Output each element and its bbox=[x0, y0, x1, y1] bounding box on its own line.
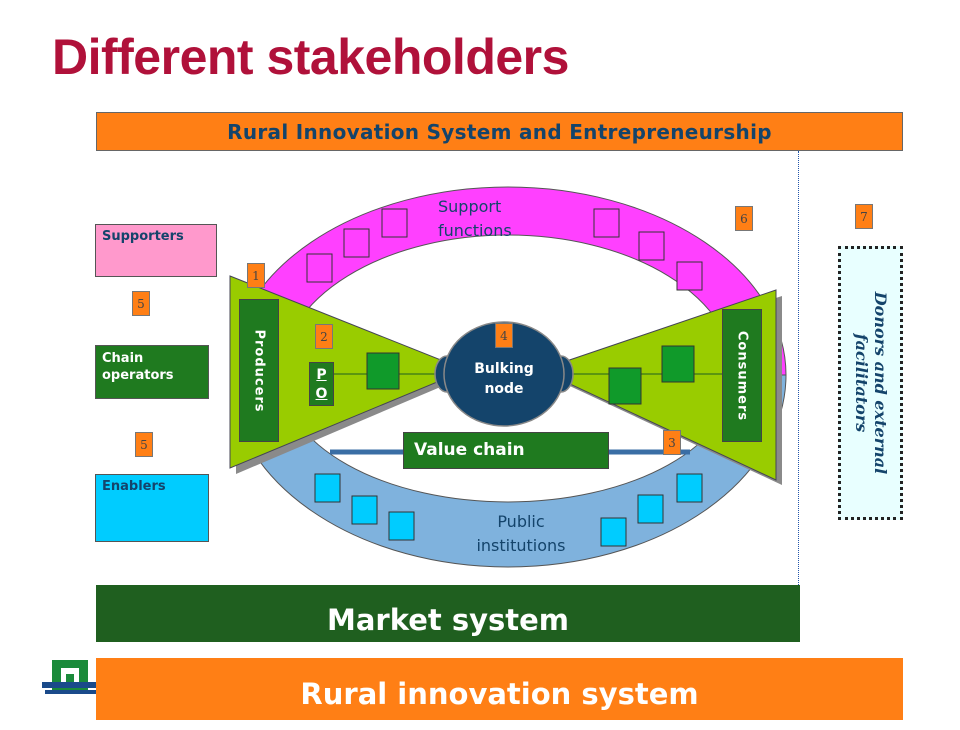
marker-5a: 5 bbox=[132, 291, 150, 316]
marker-5b: 5 bbox=[135, 432, 153, 457]
public-square bbox=[676, 473, 703, 503]
bowtie-left bbox=[229, 275, 468, 469]
po-label: P O bbox=[315, 367, 328, 402]
legend-supporters: Supporters bbox=[95, 224, 217, 277]
legend-enablers-label: Enablers bbox=[102, 479, 166, 494]
separator-line bbox=[798, 151, 799, 585]
rural-innovation-bar: Rural innovation system bbox=[96, 658, 903, 720]
consumers-label: Consumers bbox=[734, 330, 750, 421]
support-square bbox=[638, 231, 665, 261]
public-square bbox=[388, 511, 415, 541]
chain-square bbox=[608, 367, 642, 405]
chain-square bbox=[366, 352, 400, 390]
marker-7: 7 bbox=[855, 204, 873, 229]
legend-enablers: Enablers bbox=[95, 474, 209, 542]
support-square bbox=[306, 253, 333, 283]
po-box: P O bbox=[309, 362, 334, 406]
public-square bbox=[637, 494, 664, 524]
market-system-bar: Market system bbox=[96, 585, 800, 642]
legend-supporters-label: Supporters bbox=[102, 229, 184, 244]
marker-6: 6 bbox=[735, 206, 753, 231]
marker-3: 3 bbox=[663, 430, 681, 455]
consumers-bar: Consumers bbox=[722, 309, 762, 442]
producers-bar: Producers bbox=[239, 299, 279, 442]
support-square bbox=[381, 208, 408, 238]
support-square bbox=[676, 261, 703, 291]
legend-chain-operators-label: Chain operators bbox=[102, 351, 174, 383]
marker-1: 1 bbox=[247, 263, 265, 288]
logo-icon bbox=[42, 660, 100, 694]
bowtie-right bbox=[538, 289, 777, 481]
public-square bbox=[351, 495, 378, 525]
public-square bbox=[314, 473, 341, 503]
legend-chain-operators: Chain operators bbox=[95, 345, 209, 399]
marker-4: 4 bbox=[495, 323, 513, 348]
public-square bbox=[600, 517, 627, 547]
support-square bbox=[343, 228, 370, 258]
donors-box: Donors and external facilitators bbox=[838, 246, 903, 520]
chain-square bbox=[661, 345, 695, 383]
producers-label: Producers bbox=[251, 328, 267, 413]
rise-banner: Rural Innovation System and Entrepreneur… bbox=[96, 112, 903, 151]
value-chain-box: Value chain bbox=[403, 432, 609, 469]
public-institutions-label: Public institutions bbox=[476, 512, 566, 555]
donors-label: Donors and external facilitators bbox=[851, 291, 890, 475]
marker-2: 2 bbox=[315, 324, 333, 349]
page-title: Different stakeholders bbox=[52, 29, 569, 85]
bulking-node bbox=[443, 321, 565, 427]
bulking-node-label: Bulking node bbox=[474, 361, 534, 397]
support-functions-label: Support functions bbox=[438, 197, 512, 240]
support-square bbox=[593, 208, 620, 238]
